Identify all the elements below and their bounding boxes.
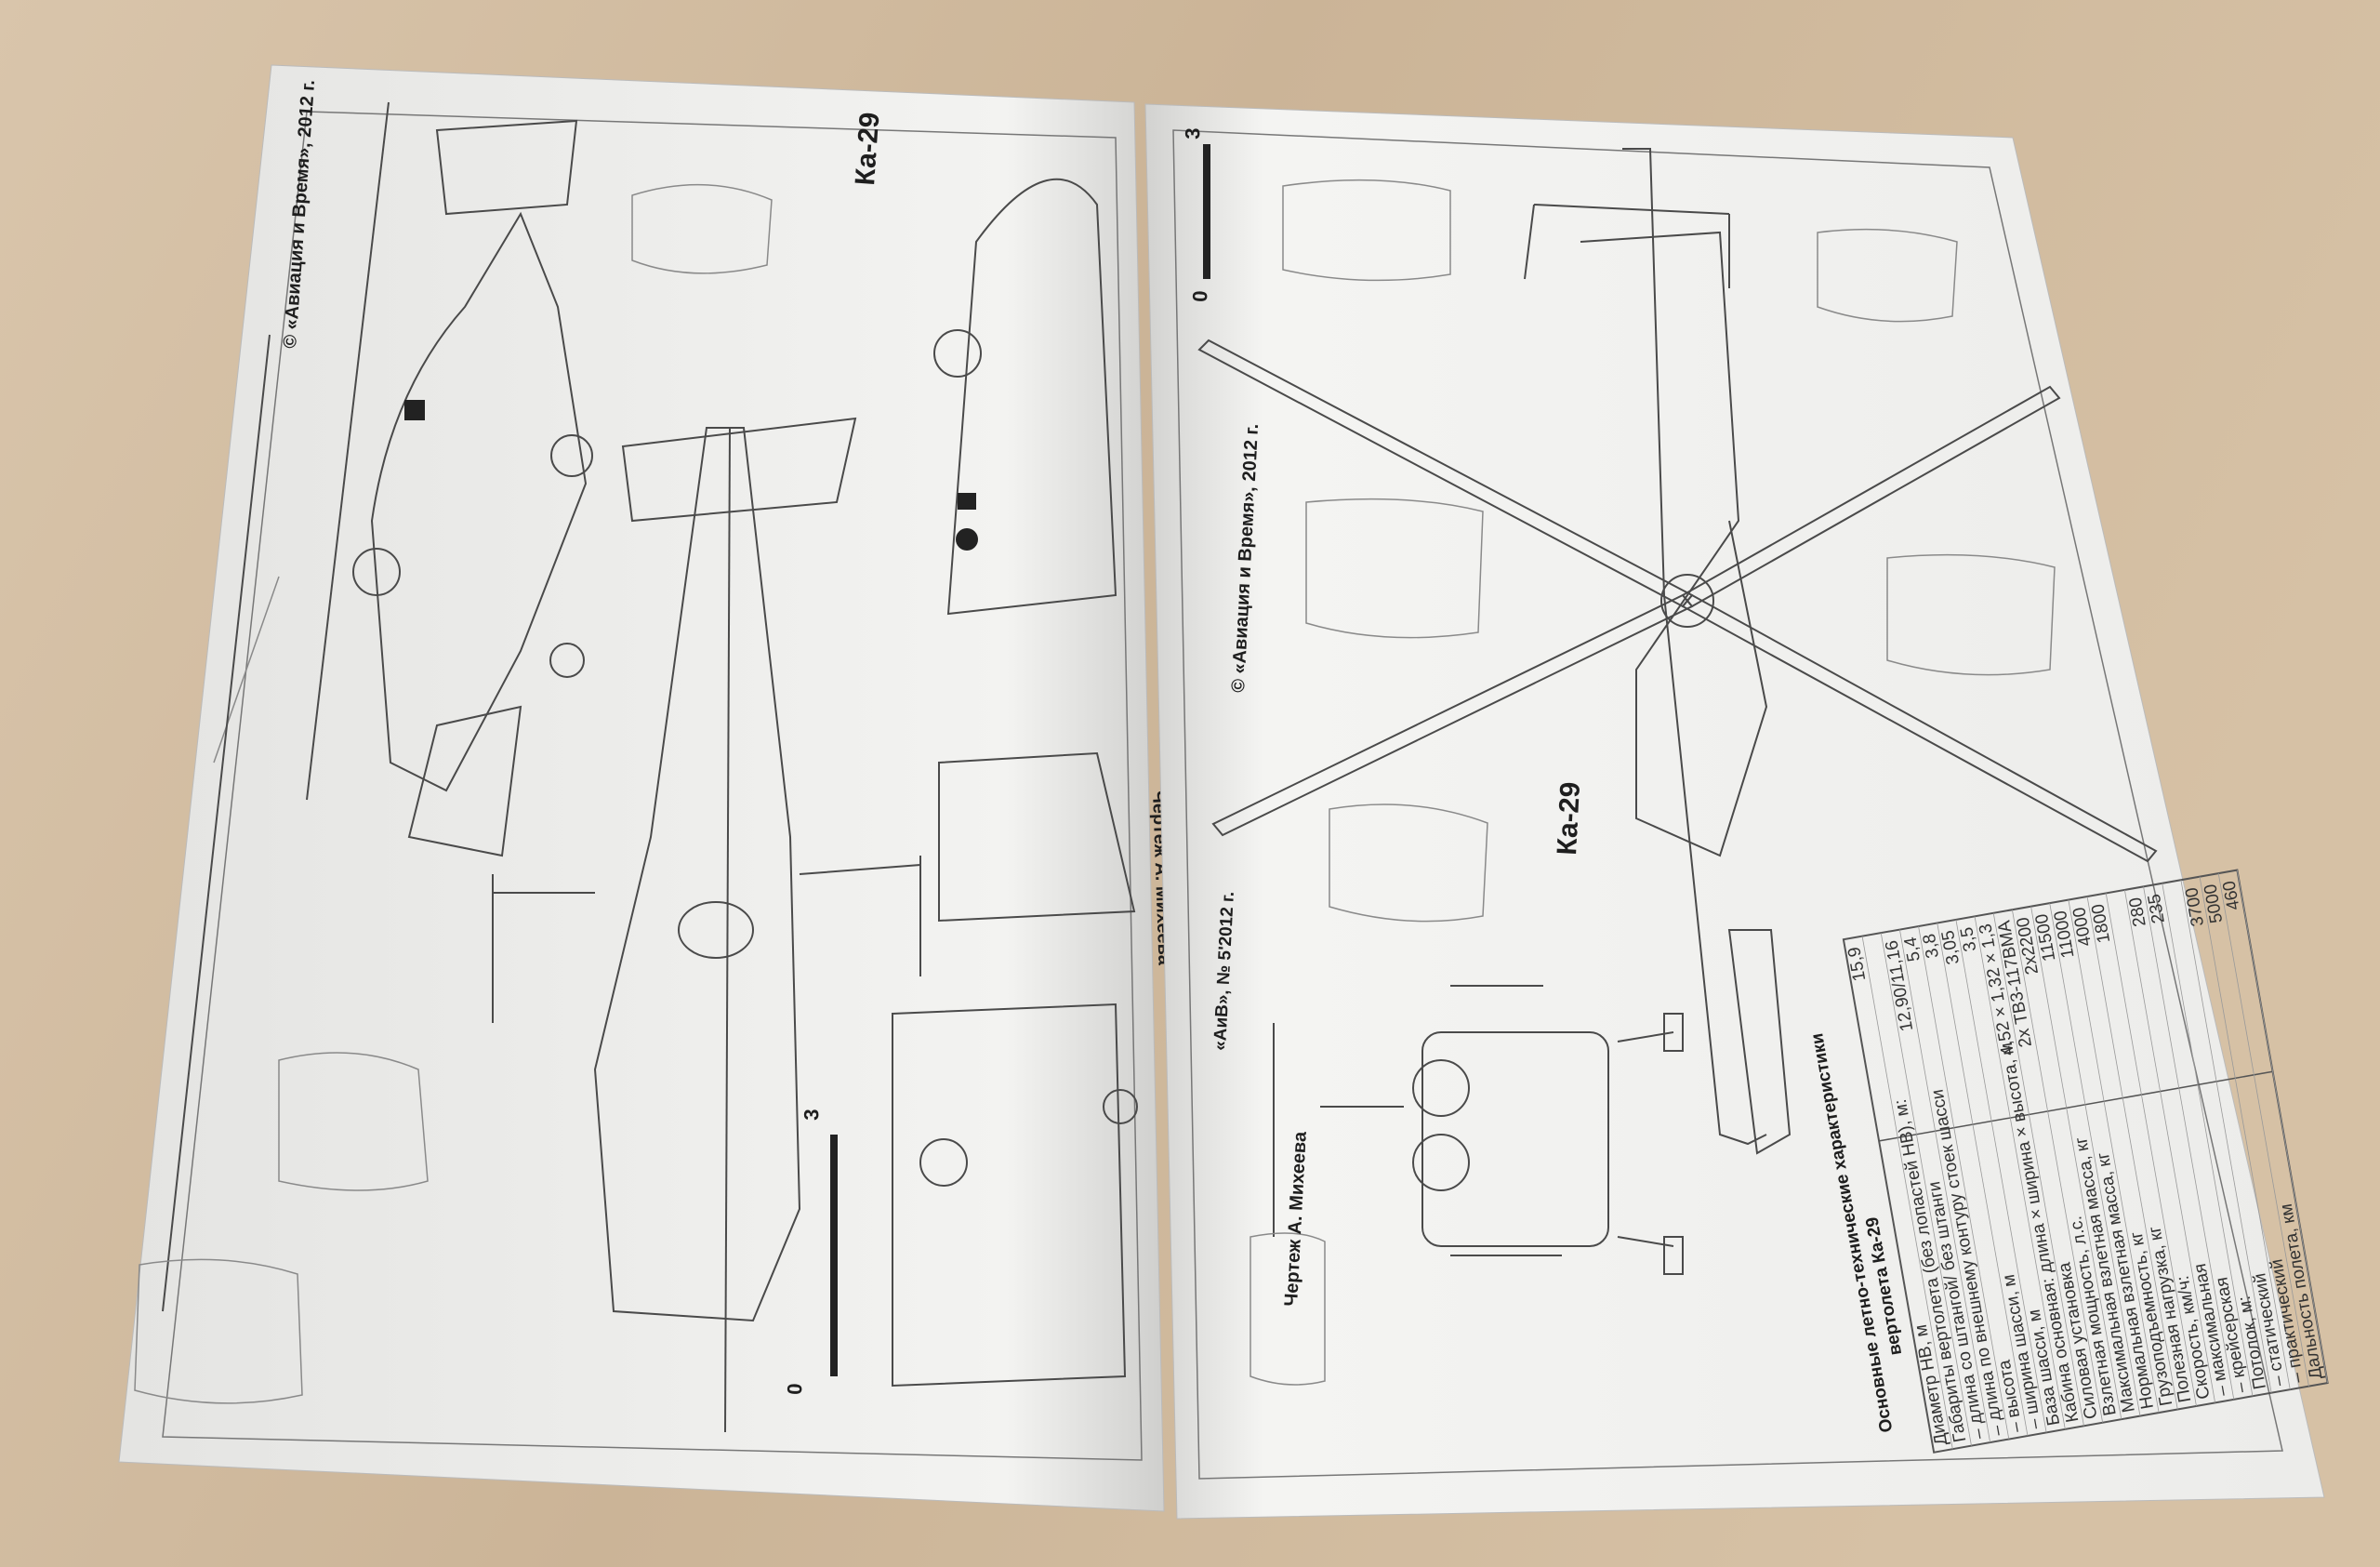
svg-text:3: 3 — [800, 1109, 823, 1121]
cross-section-outline — [278, 1052, 429, 1191]
row-divider — [1861, 936, 1953, 1450]
top-view-drawing — [492, 417, 921, 1433]
row-divider — [2049, 903, 2141, 1416]
page-frame — [1172, 129, 2283, 1480]
front-view-drawing — [892, 178, 1138, 1388]
row-divider — [2180, 880, 2272, 1393]
top-view-rotor-drawing — [1197, 148, 2158, 1155]
row-divider — [2068, 899, 2160, 1414]
row-divider — [2199, 876, 2291, 1390]
cross-section-outline — [1250, 1232, 1326, 1386]
row-divider — [2105, 893, 2197, 1407]
spec-value: 3,5 — [1957, 925, 1980, 953]
row-divider — [2236, 870, 2329, 1384]
row-divider — [1974, 916, 2066, 1429]
cross-section-outline — [1305, 498, 1484, 639]
row-divider — [1899, 929, 1991, 1443]
cross-section-outline — [1282, 179, 1451, 282]
row-divider — [1955, 919, 2047, 1433]
cross-section-outline — [1817, 228, 1958, 323]
spec-value: 3,8 — [1920, 932, 1943, 960]
page-frame — [162, 111, 1143, 1461]
svg-text:0: 0 — [783, 1383, 806, 1395]
row-divider — [1937, 923, 2029, 1437]
row-divider — [2162, 883, 2254, 1397]
scale-bar: 3 0 — [1181, 127, 1211, 302]
row-divider — [1992, 912, 2084, 1427]
side-view-drawing — [162, 101, 593, 1312]
cross-section-outline — [1329, 803, 1488, 923]
row-divider — [2143, 886, 2235, 1400]
svg-text:3: 3 — [1181, 127, 1204, 139]
left-model-title: Ка-29 — [850, 112, 885, 187]
svg-text:0: 0 — [1188, 290, 1211, 302]
cross-section-outline — [134, 1258, 303, 1404]
row-divider — [2217, 873, 2309, 1387]
front-view-drawing — [1273, 985, 1684, 1275]
row-divider — [2030, 906, 2122, 1420]
cross-section-outline — [1886, 553, 2056, 676]
cross-section-outline — [631, 183, 773, 274]
spec-value: 5,4 — [1901, 935, 1924, 963]
row-divider — [2012, 910, 2104, 1423]
right-model-title: Ка-29 — [1552, 781, 1586, 856]
row-divider — [2123, 889, 2216, 1403]
left-scale-bar: 3 0 — [783, 1109, 838, 1395]
right-page: 3 0 © «Авиация — [1144, 103, 2329, 1520]
row-divider — [1918, 925, 2010, 1440]
left-page: © «Авиация и Время», 2012 г. Ка-29 Черте… — [118, 64, 1175, 1512]
row-divider — [2086, 896, 2178, 1410]
row-divider — [1880, 933, 1972, 1446]
